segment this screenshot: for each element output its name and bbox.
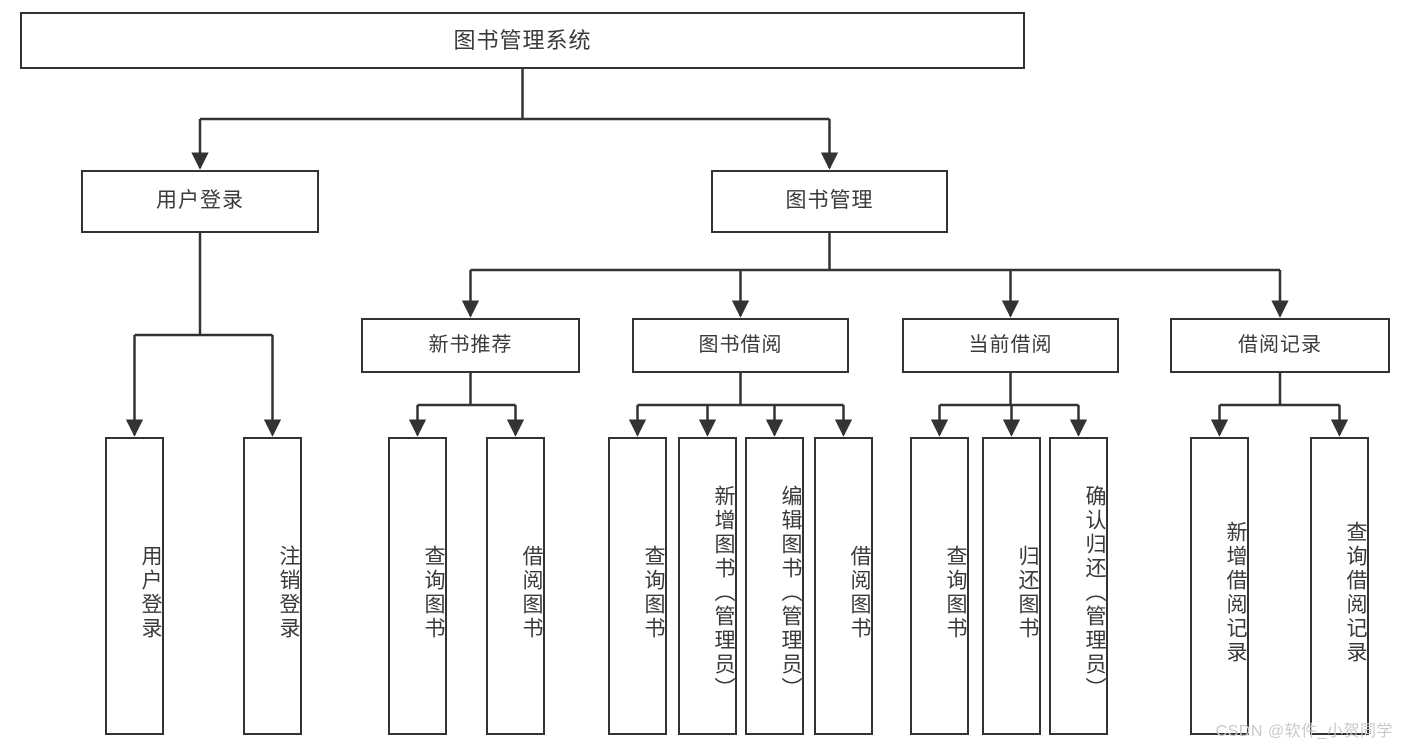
node-leaf-confirm-return-label: 确认归还（管理员） [1083, 485, 1106, 701]
node-borrow-record-label: 借阅记录 [1238, 334, 1322, 356]
node-book-manage-label: 图书管理 [785, 189, 874, 213]
node-book-borrow[interactable]: 图书借阅 [632, 318, 849, 373]
node-leaf-add-record-label: 新增借阅记录 [1224, 521, 1247, 665]
node-leaf-query-record[interactable]: 查询借阅记录 [1310, 437, 1369, 735]
node-leaf-query-book-3[interactable]: 查询图书 [910, 437, 969, 735]
node-leaf-borrow-book-2-label: 借阅图书 [848, 545, 871, 641]
node-leaf-return-book[interactable]: 归还图书 [982, 437, 1041, 735]
node-leaf-logout-login[interactable]: 注销登录 [243, 437, 302, 735]
node-book-borrow-label: 图书借阅 [698, 334, 783, 356]
node-current-borrow-label: 当前借阅 [968, 334, 1053, 356]
node-new-book-recommend-label: 新书推荐 [428, 334, 513, 356]
node-borrow-record[interactable]: 借阅记录 [1170, 318, 1390, 373]
node-leaf-confirm-return[interactable]: 确认归还（管理员） [1049, 437, 1108, 735]
node-leaf-return-book-label: 归还图书 [1016, 545, 1039, 641]
node-leaf-logout-login-label: 注销登录 [277, 545, 300, 641]
node-leaf-query-record-label: 查询借阅记录 [1344, 521, 1367, 665]
node-leaf-add-record[interactable]: 新增借阅记录 [1190, 437, 1249, 735]
node-leaf-query-book-2-label: 查询图书 [642, 545, 665, 641]
watermark: CSDN @软件_小贺同学 [1215, 723, 1393, 740]
node-leaf-add-book-label: 新增图书（管理员） [712, 485, 735, 701]
node-leaf-query-book-1[interactable]: 查询图书 [388, 437, 447, 735]
node-new-book-recommend[interactable]: 新书推荐 [361, 318, 580, 373]
node-current-borrow[interactable]: 当前借阅 [902, 318, 1119, 373]
node-user-login[interactable]: 用户登录 [81, 170, 319, 233]
node-leaf-user-login[interactable]: 用户登录 [105, 437, 164, 735]
node-leaf-query-book-2[interactable]: 查询图书 [608, 437, 667, 735]
node-leaf-query-book-3-label: 查询图书 [944, 545, 967, 641]
node-root[interactable]: 图书管理系统 [20, 12, 1025, 69]
node-leaf-borrow-book-1-label: 借阅图书 [520, 545, 543, 641]
node-leaf-add-book[interactable]: 新增图书（管理员） [678, 437, 737, 735]
node-leaf-edit-book-label: 编辑图书（管理员） [779, 485, 802, 701]
node-root-label: 图书管理系统 [453, 27, 592, 53]
node-leaf-edit-book[interactable]: 编辑图书（管理员） [745, 437, 804, 735]
node-leaf-borrow-book-2[interactable]: 借阅图书 [814, 437, 873, 735]
node-leaf-borrow-book-1[interactable]: 借阅图书 [486, 437, 545, 735]
node-user-login-label: 用户登录 [156, 189, 244, 213]
node-leaf-query-book-1-label: 查询图书 [422, 545, 445, 641]
node-leaf-user-login-label: 用户登录 [139, 545, 162, 641]
node-book-manage[interactable]: 图书管理 [711, 170, 948, 233]
